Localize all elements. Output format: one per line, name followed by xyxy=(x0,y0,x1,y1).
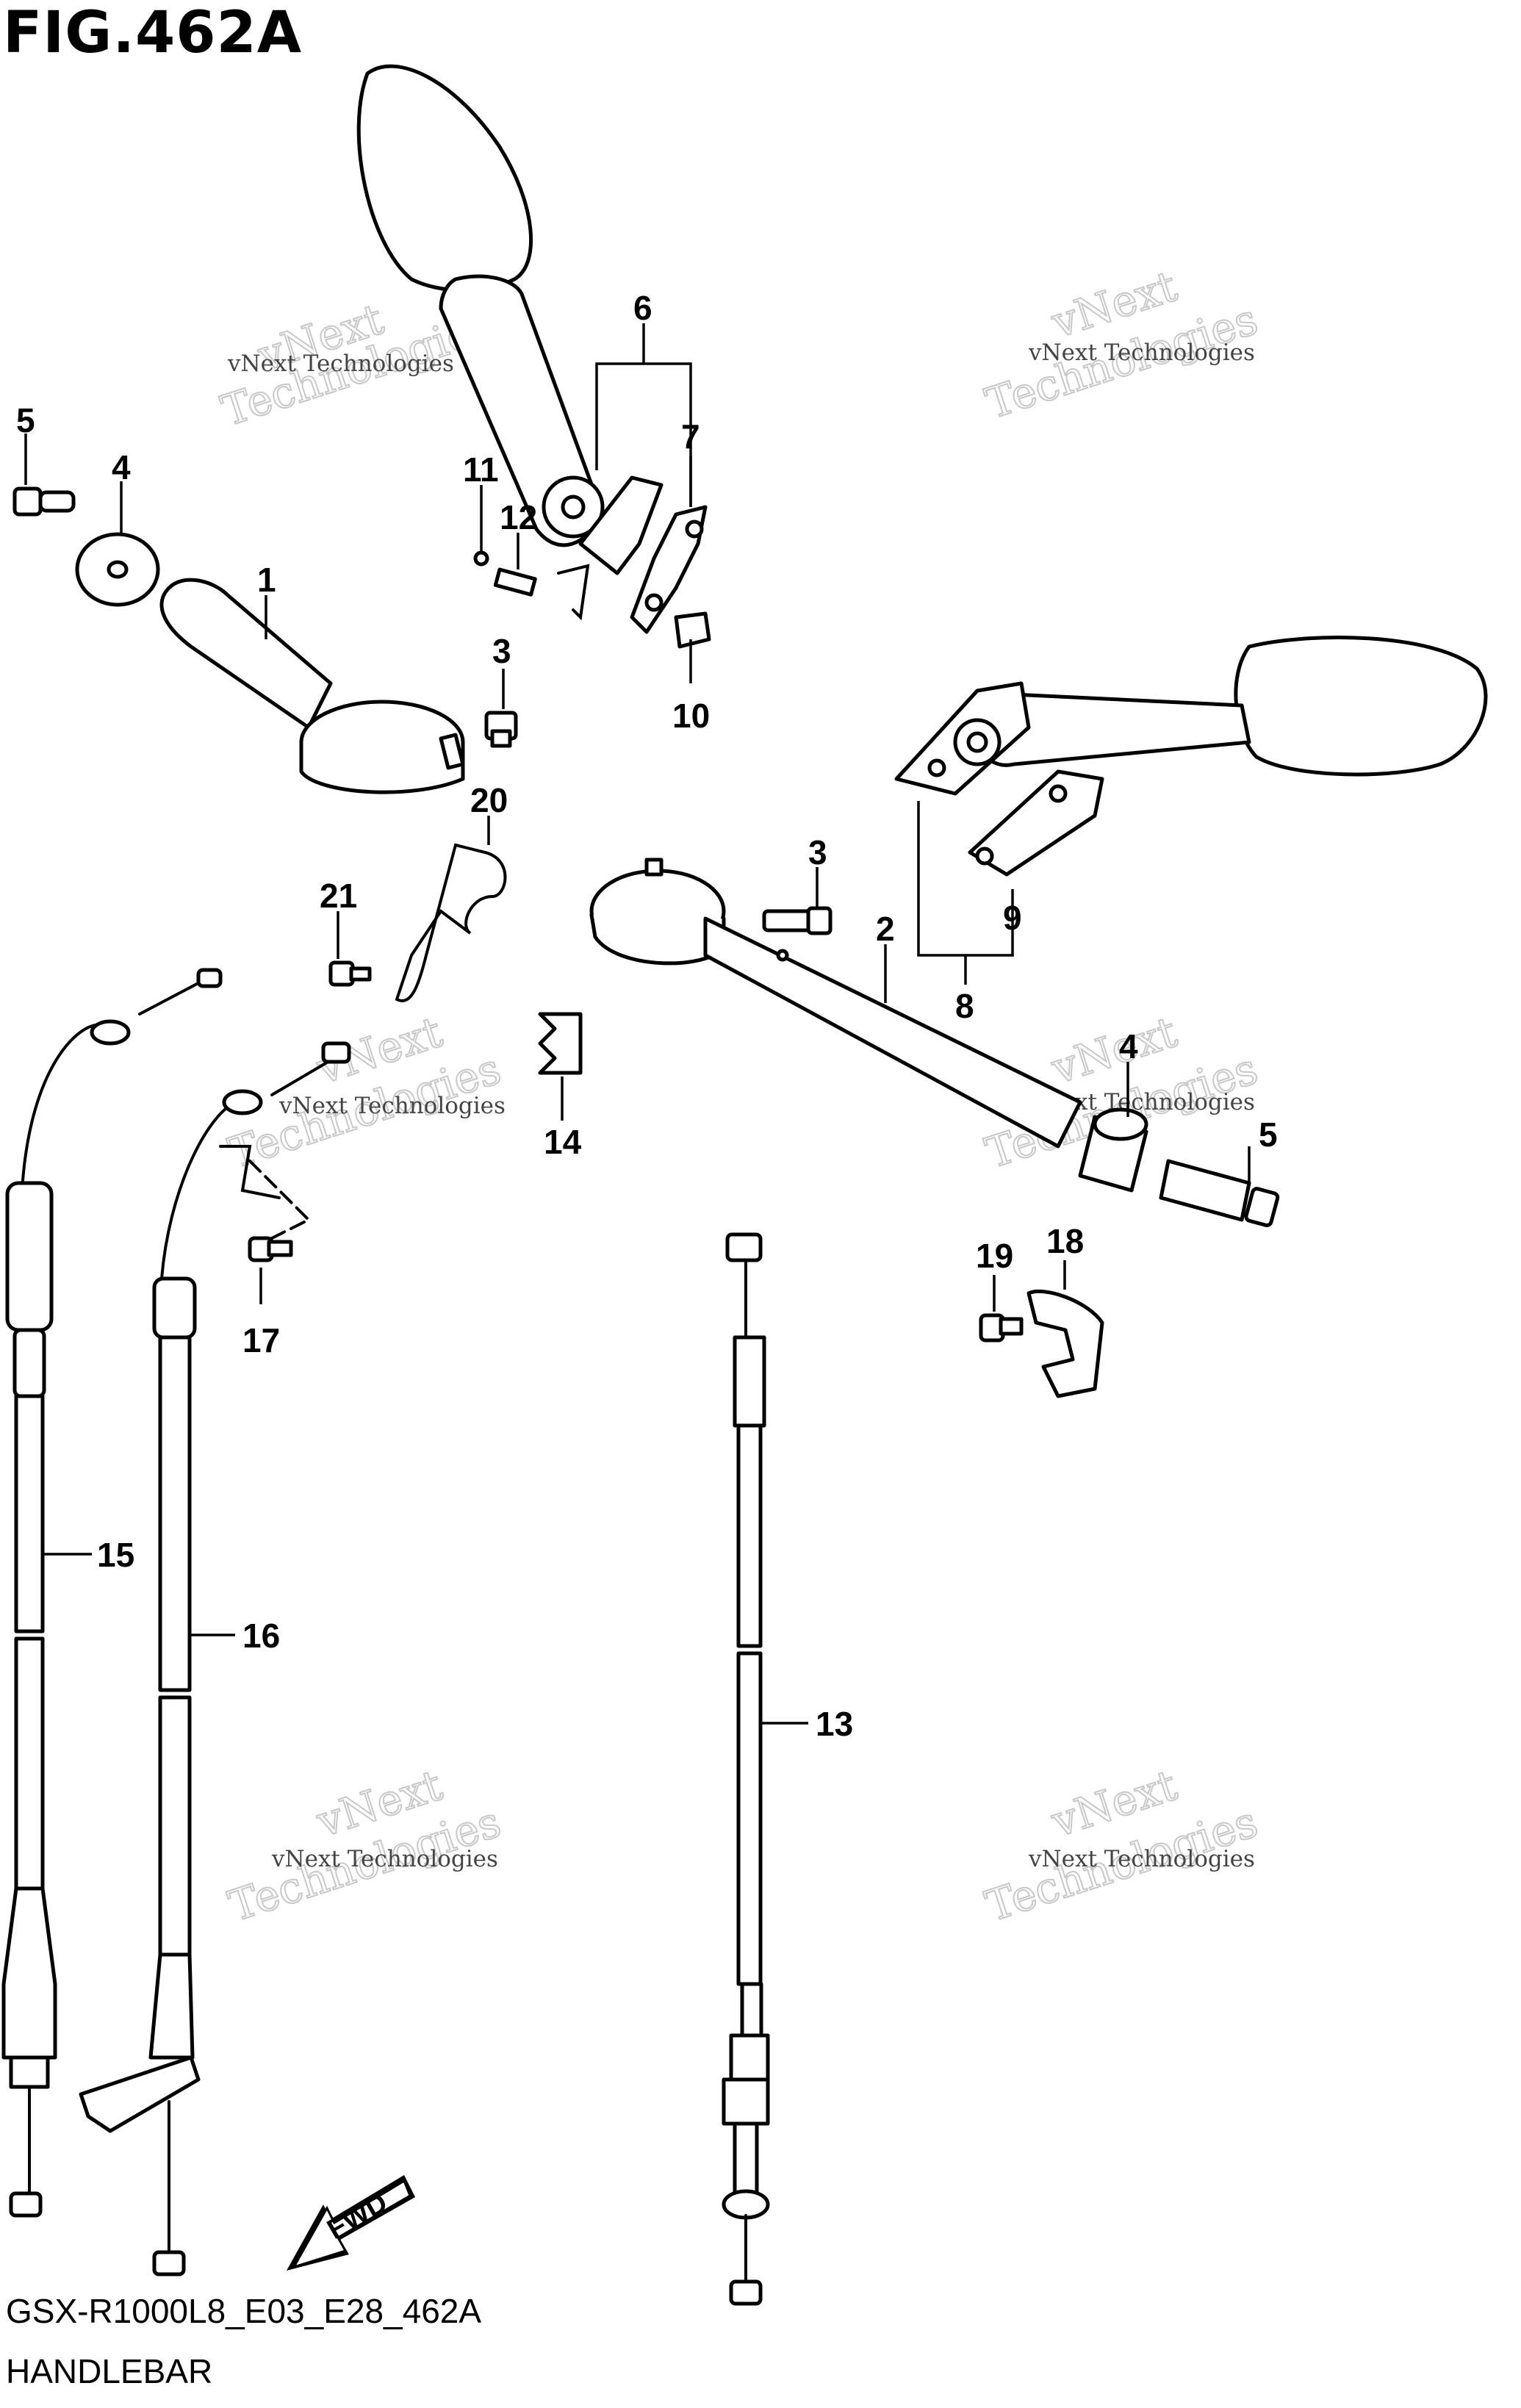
clamp-20 xyxy=(395,843,507,1002)
left-mirror-cover-7 xyxy=(630,505,708,634)
watermark-bottom-right: vNext Technologies vNext Technologies xyxy=(979,1759,1264,1932)
watermark-top-right: vNext Technologies vNext Technologies xyxy=(979,260,1264,429)
callout-15: 15 xyxy=(97,1536,134,1574)
forward-arrow-label: FWD xyxy=(323,2187,393,2246)
watermark-small: vNext Technologies xyxy=(278,1093,506,1119)
callout-13: 13 xyxy=(816,1705,853,1743)
forward-arrow-icon: FWD xyxy=(287,2175,415,2271)
bolt-3-left xyxy=(484,711,518,748)
callout-18: 18 xyxy=(1046,1222,1084,1260)
callout-4-right: 4 xyxy=(1119,1027,1138,1065)
callout-4-left: 4 xyxy=(112,448,131,486)
bolt-3-right xyxy=(762,906,833,935)
screw-17 xyxy=(248,1236,293,1262)
left-bar-end-bolt-5 xyxy=(12,486,76,517)
left-handlebar xyxy=(159,578,465,794)
watermark-bottom-left: vNext Technologies vNext Technologies xyxy=(222,1759,507,1932)
callout-8: 8 xyxy=(955,987,974,1025)
callout-10: 10 xyxy=(672,697,710,735)
callout-20: 20 xyxy=(470,781,508,819)
callout-6: 6 xyxy=(633,289,652,327)
left-bar-end-weight-4 xyxy=(75,532,160,607)
callout-11: 11 xyxy=(463,450,499,489)
callout-2: 2 xyxy=(876,910,895,948)
watermark-mid-left: vNext Technologies vNext Technologies xyxy=(222,1006,507,1179)
throttle-cable-16 xyxy=(79,1041,351,2276)
callout-12: 12 xyxy=(500,498,537,536)
callout-16: 16 xyxy=(242,1617,280,1655)
callout-numbers: 1 2 3 3 4 4 5 5 6 7 8 9 10 11 12 13 14 1… xyxy=(16,289,1278,1743)
bolt-12 xyxy=(493,567,537,597)
mirror-gasket-line xyxy=(557,564,590,621)
callout-5-left: 5 xyxy=(16,401,35,439)
watermark-small: vNext Technologies xyxy=(271,1846,498,1872)
callout-21: 21 xyxy=(320,877,357,915)
right-mirror-cover-9 xyxy=(968,769,1104,877)
callout-5-right: 5 xyxy=(1259,1115,1278,1154)
screw-11 xyxy=(473,550,489,567)
callout-leaders xyxy=(24,434,1251,1725)
left-mirror xyxy=(356,64,664,575)
screw-21 xyxy=(328,960,372,987)
right-handlebar xyxy=(589,858,1082,1149)
callout-3-left: 3 xyxy=(492,632,511,670)
callout-9: 9 xyxy=(1003,899,1022,937)
callout-19: 19 xyxy=(976,1237,1013,1275)
cable-guide xyxy=(219,1145,281,1199)
right-mirror xyxy=(894,636,1488,796)
callout-14: 14 xyxy=(544,1123,582,1161)
callout-17: 17 xyxy=(242,1321,280,1359)
watermark-small: vNext Technologies xyxy=(227,351,454,377)
figure-name: HANDLEBAR xyxy=(6,2352,213,2390)
bracket-18 xyxy=(1026,1289,1104,1398)
watermark-small: vNext Technologies xyxy=(1028,339,1255,366)
right-bar-end-bolt-5 xyxy=(1159,1159,1280,1228)
guide-dashed-line xyxy=(248,1160,312,1251)
right-bar-end-weight-4 xyxy=(1078,1107,1148,1193)
figure-title: FIG.462A xyxy=(3,0,303,66)
nut-10 xyxy=(674,611,711,649)
clutch-cable-13 xyxy=(722,1232,770,2306)
cushion-14 xyxy=(538,1012,583,1075)
bolt-19 xyxy=(979,1313,1024,1343)
watermark-small: vNext Technologies xyxy=(1028,1846,1255,1872)
callout-7: 7 xyxy=(681,417,700,456)
figure-code: GSX-R1000L8_E03_E28_462A xyxy=(6,2292,482,2330)
throttle-cable-15 xyxy=(1,968,223,2218)
callout-3-right: 3 xyxy=(808,833,827,871)
callout-1: 1 xyxy=(257,561,276,599)
